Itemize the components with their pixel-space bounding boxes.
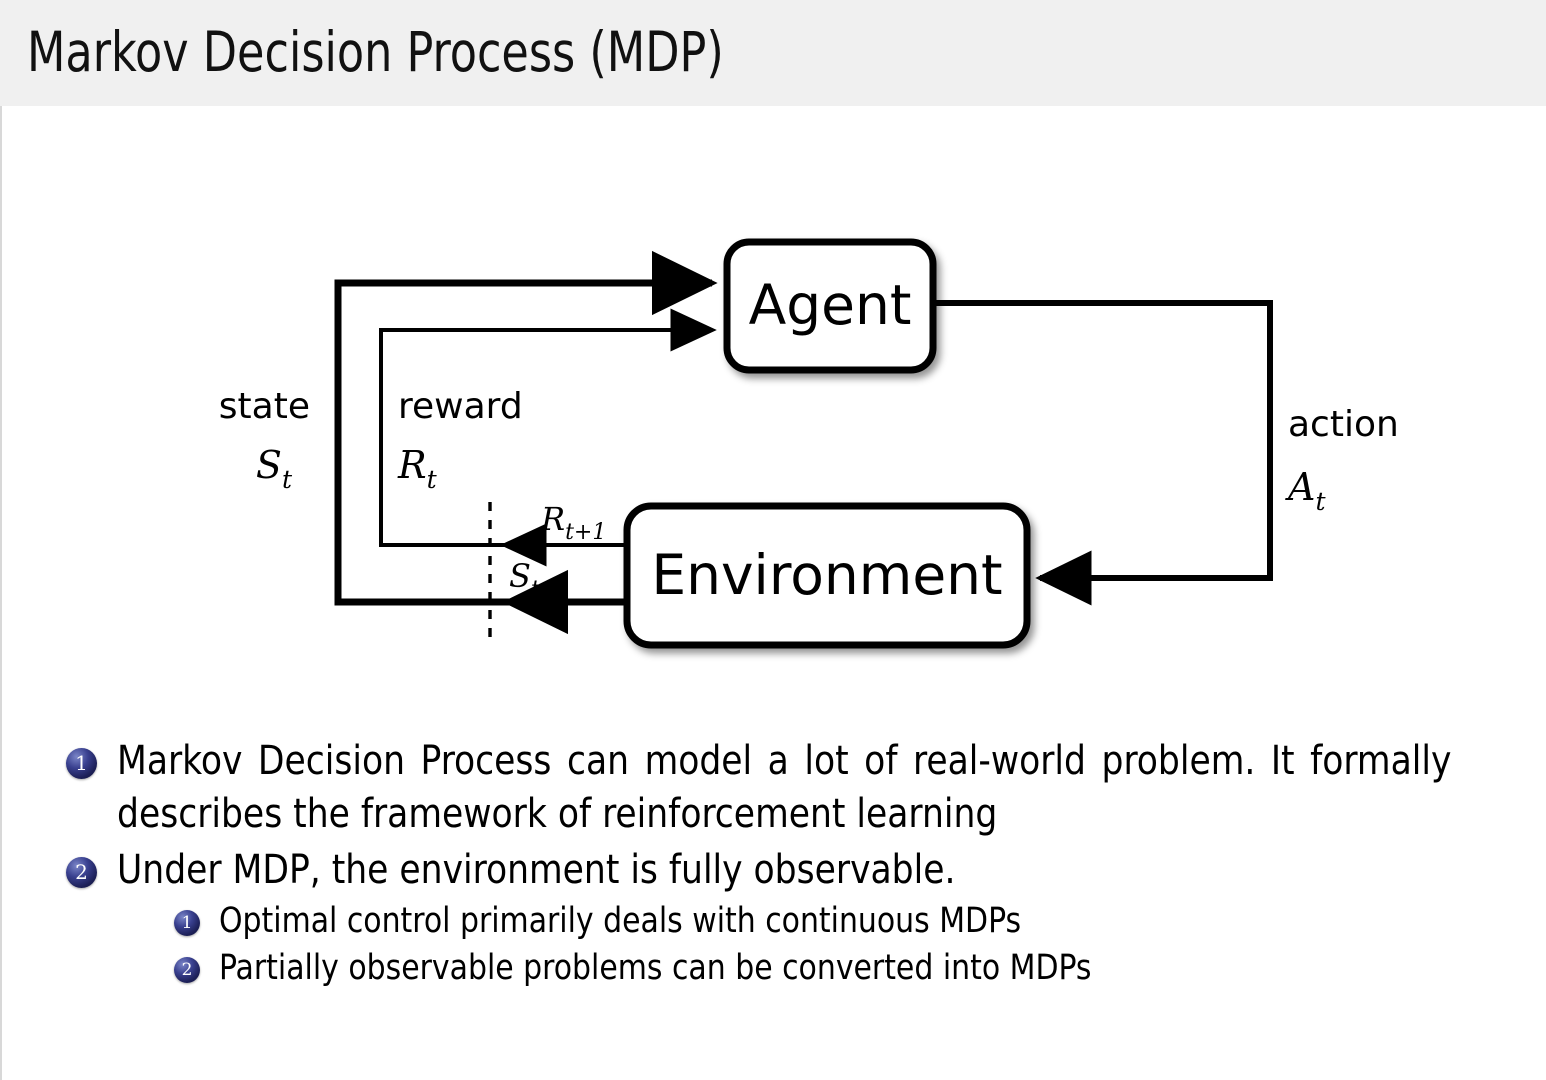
label-state: state St [219,386,310,494]
bullet-number-badge: 1 [174,910,200,937]
list-item[interactable]: 1 Optimal control primarily deals with c… [0,899,1546,945]
label-reward: reward Rt [397,386,523,494]
label-next-reward-sub: t+1 [565,520,606,545]
bullet-text: Partially observable problems can be con… [219,947,1092,988]
mdp-diagram-figure: Agent Environment state St reward Rt act… [0,106,1546,706]
list-item[interactable]: 2 Partially observable problems can be c… [0,946,1546,992]
label-next-state-sub: t+1 [531,577,572,602]
label-state-symbol-sub: t [282,465,293,494]
bullet-number-badge: 2 [174,956,200,983]
bullet-text: Optimal control primarily deals with con… [219,901,1022,942]
node-agent-label: Agent [749,273,912,337]
list-item[interactable]: 1 Markov Decision Process can model a lo… [0,735,1546,841]
title-inner: Markov Decision Process (MDP) [27,20,801,85]
list-item[interactable]: 2 Under MDP, the environment is fully ob… [0,844,1546,897]
page-title: Markov Decision Process (MDP) [27,20,724,85]
label-state-symbol: St [256,443,293,494]
label-reward-symbol-base: R [397,443,427,487]
label-action-word: action [1288,404,1399,445]
slide-left-edge-rule [0,0,2,1080]
label-reward-symbol: Rt [397,443,438,494]
label-state-word: state [219,386,310,427]
bullet-text: Markov Decision Process can model a lot … [117,738,1452,837]
bullet-number-badge: 2 [66,856,97,888]
label-reward-symbol-sub: t [427,465,438,494]
node-agent: Agent [723,238,937,374]
node-environment-label: Environment [651,543,1002,607]
label-action-symbol-sub: t [1315,487,1326,516]
label-action-symbol: At [1285,465,1326,516]
label-next-state-symbol: St+1 [509,557,572,602]
bullet-number-badge: 1 [66,748,97,779]
label-action-symbol-base: A [1285,465,1315,509]
label-next-state-base: S [509,557,531,595]
node-environment: Environment [623,502,1031,649]
bullet-text: Under MDP, the environment is fully obse… [117,846,956,893]
agent-environment-loop-svg: Agent Environment state St reward Rt act… [219,238,1399,649]
bullet-list: 1 Markov Decision Process can model a lo… [0,735,1546,992]
label-state-symbol-base: S [256,443,282,487]
edge-state-loop [334,250,718,606]
label-next-state: St+1 [509,557,572,602]
label-next-reward: Rt+1 [540,500,606,545]
edge-action-loop [933,300,1273,606]
label-next-reward-symbol: Rt+1 [540,500,606,545]
slide-title-bar: Markov Decision Process (MDP) [0,0,1546,106]
label-action: action At [1285,404,1399,516]
label-reward-word: reward [398,386,523,427]
edge-reward-loop [379,308,717,547]
label-next-reward-base: R [540,500,565,538]
